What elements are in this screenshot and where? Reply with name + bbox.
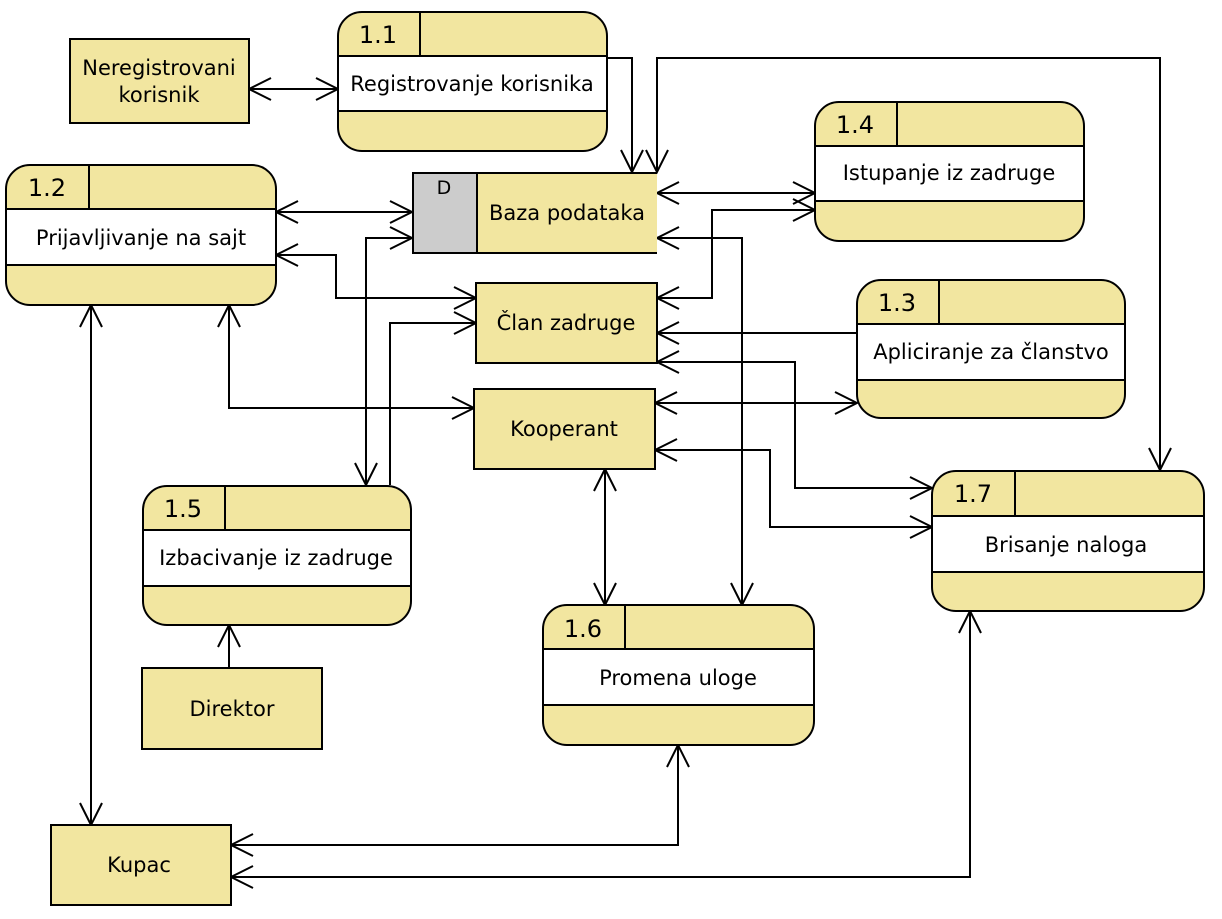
process-label-band: [542, 648, 815, 706]
process-label-band: [5, 208, 277, 266]
flow-izbacivanje-baza: [365, 237, 412, 485]
process-label: Prijavljivanje na sajt: [36, 226, 246, 250]
data-store-baza-podataka[interactable]: D Baza podataka: [412, 172, 657, 254]
process-label: Istupanje iz zadruge: [843, 161, 1056, 185]
process-label: Promena uloge: [599, 666, 757, 690]
process-1-1[interactable]: 1.1 Registrovanje korisnika: [337, 11, 608, 152]
process-1-7[interactable]: 1.7 Brisanje naloga: [931, 470, 1205, 612]
process-label: Registrovanje korisnika: [350, 72, 593, 96]
process-number: 1.4: [836, 111, 874, 139]
entity-box: [141, 667, 323, 750]
process-number: 1.1: [359, 21, 397, 49]
process-1-6[interactable]: 1.6 Promena uloge: [542, 604, 815, 746]
flow-clan-brisanje: [657, 361, 932, 489]
data-store-id-cell: [413, 173, 477, 253]
entity-neregistrovani-korisnik[interactable]: Neregistrovani korisnik: [69, 38, 250, 124]
process-label: Izbacivanje iz zadruge: [159, 546, 393, 570]
flow-baza-promena: [657, 237, 743, 605]
entity-label: Kupac: [107, 853, 171, 877]
entity-label-line2: korisnik: [119, 83, 201, 107]
flow-izbacivanje-clan: [389, 322, 476, 485]
process-number: 1.5: [164, 495, 202, 523]
data-store-label: Baza podataka: [489, 201, 645, 225]
flow-lines: [90, 57, 1161, 878]
flow-istupanje-clan: [657, 209, 815, 299]
arrow-head: [834, 391, 860, 415]
process-label-band: [856, 323, 1126, 381]
data-store-name-cell: [477, 173, 657, 253]
data-store-border: [412, 172, 657, 254]
process-number: 1.6: [564, 615, 602, 643]
process-1-4[interactable]: 1.4 Istupanje iz zadruge: [814, 101, 1085, 242]
process-label-band: [931, 515, 1205, 573]
entity-box: [69, 38, 250, 124]
data-store-id: D: [437, 177, 452, 199]
process-label-band: [814, 145, 1085, 202]
process-label: Apliciranje za članstvo: [873, 340, 1109, 364]
flow-baza-brisanje: [656, 57, 1161, 470]
flow-kupac-promena: [231, 745, 679, 846]
entity-label: Član zadruge: [497, 310, 636, 335]
flow-kooperant-brisanje: [655, 449, 932, 528]
process-label-band: [337, 55, 608, 112]
flow-prijavljivanje-kooperant: [228, 305, 474, 409]
entity-kupac[interactable]: Kupac: [50, 824, 232, 906]
process-label: Brisanje naloga: [985, 533, 1147, 557]
process-number: 1.2: [28, 174, 66, 202]
entity-label: Kooperant: [510, 417, 618, 441]
process-1-3[interactable]: 1.3 Apliciranje za članstvo: [856, 279, 1126, 419]
process-number: 1.7: [954, 480, 992, 508]
flow-registrovanje-baza: [607, 57, 633, 172]
entity-direktor[interactable]: Direktor: [141, 667, 323, 750]
entity-box: [50, 824, 232, 906]
entity-kooperant[interactable]: Kooperant: [473, 388, 656, 470]
flow-prijavljivanje-clan: [276, 254, 476, 299]
process-number: 1.3: [878, 289, 916, 317]
entity-clan-zadruge[interactable]: Član zadruge: [475, 282, 658, 364]
entity-label-line1: Neregistrovani: [82, 56, 236, 80]
entity-label: Direktor: [190, 697, 275, 721]
entity-box: [473, 388, 656, 470]
process-1-2[interactable]: 1.2 Prijavljivanje na sajt: [5, 164, 277, 306]
flow-kupac-brisanje: [231, 611, 971, 878]
entity-box: [475, 282, 658, 364]
process-1-5[interactable]: 1.5 Izbacivanje iz zadruge: [142, 485, 412, 626]
process-label-band: [142, 529, 412, 587]
